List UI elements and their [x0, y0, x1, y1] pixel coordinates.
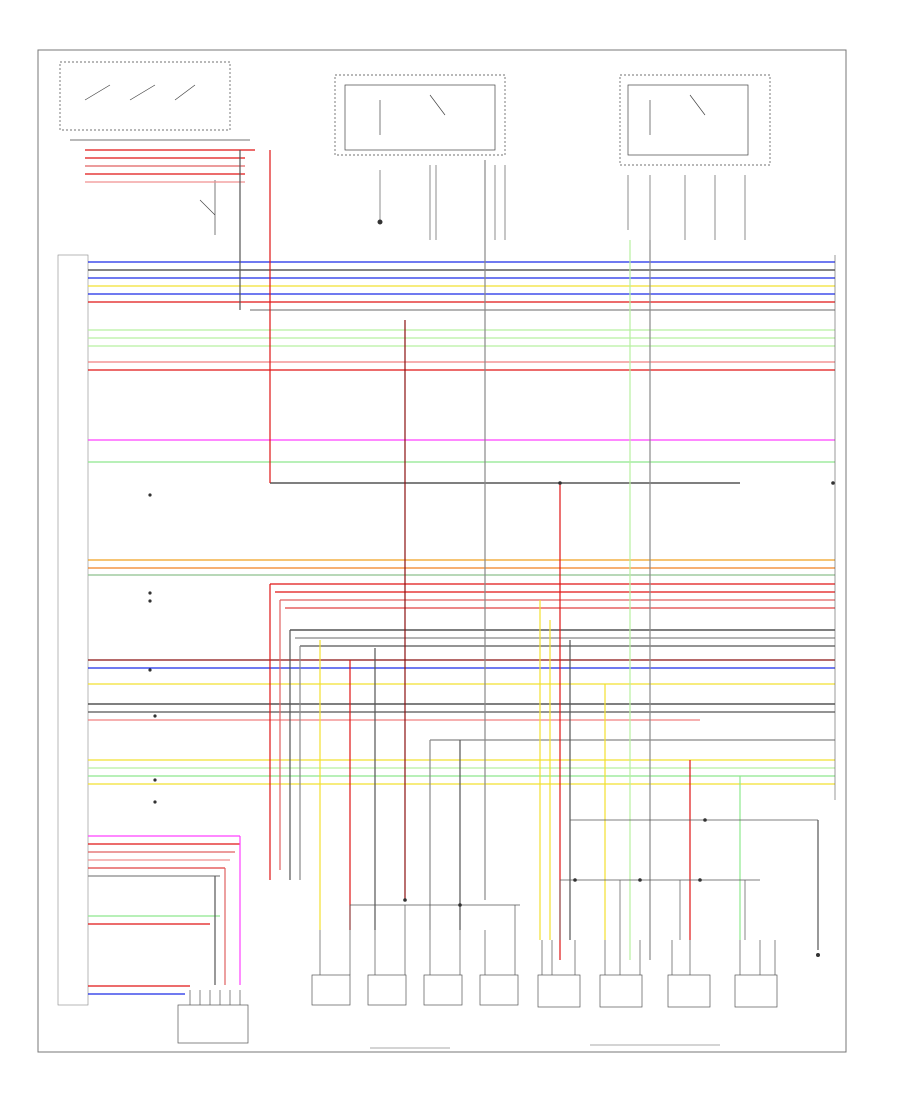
right-relay-box: [619, 74, 771, 166]
vertical-wires: [214, 150, 819, 985]
control-module-box: [177, 990, 249, 1044]
left-connector-strip: [57, 254, 89, 1006]
ground-symbol-top: [377, 219, 383, 225]
main-relay-box: [334, 74, 506, 156]
bottom-ground: [370, 1044, 720, 1049]
diagram-frame: [37, 49, 847, 1053]
fuel-injectors: [537, 819, 818, 1008]
splice-points: [148, 481, 835, 957]
ignition-switch: [59, 61, 250, 235]
ignition-coils: [311, 904, 520, 1006]
horizontal-wires: [85, 149, 835, 995]
top-connector-pins: [379, 165, 746, 240]
